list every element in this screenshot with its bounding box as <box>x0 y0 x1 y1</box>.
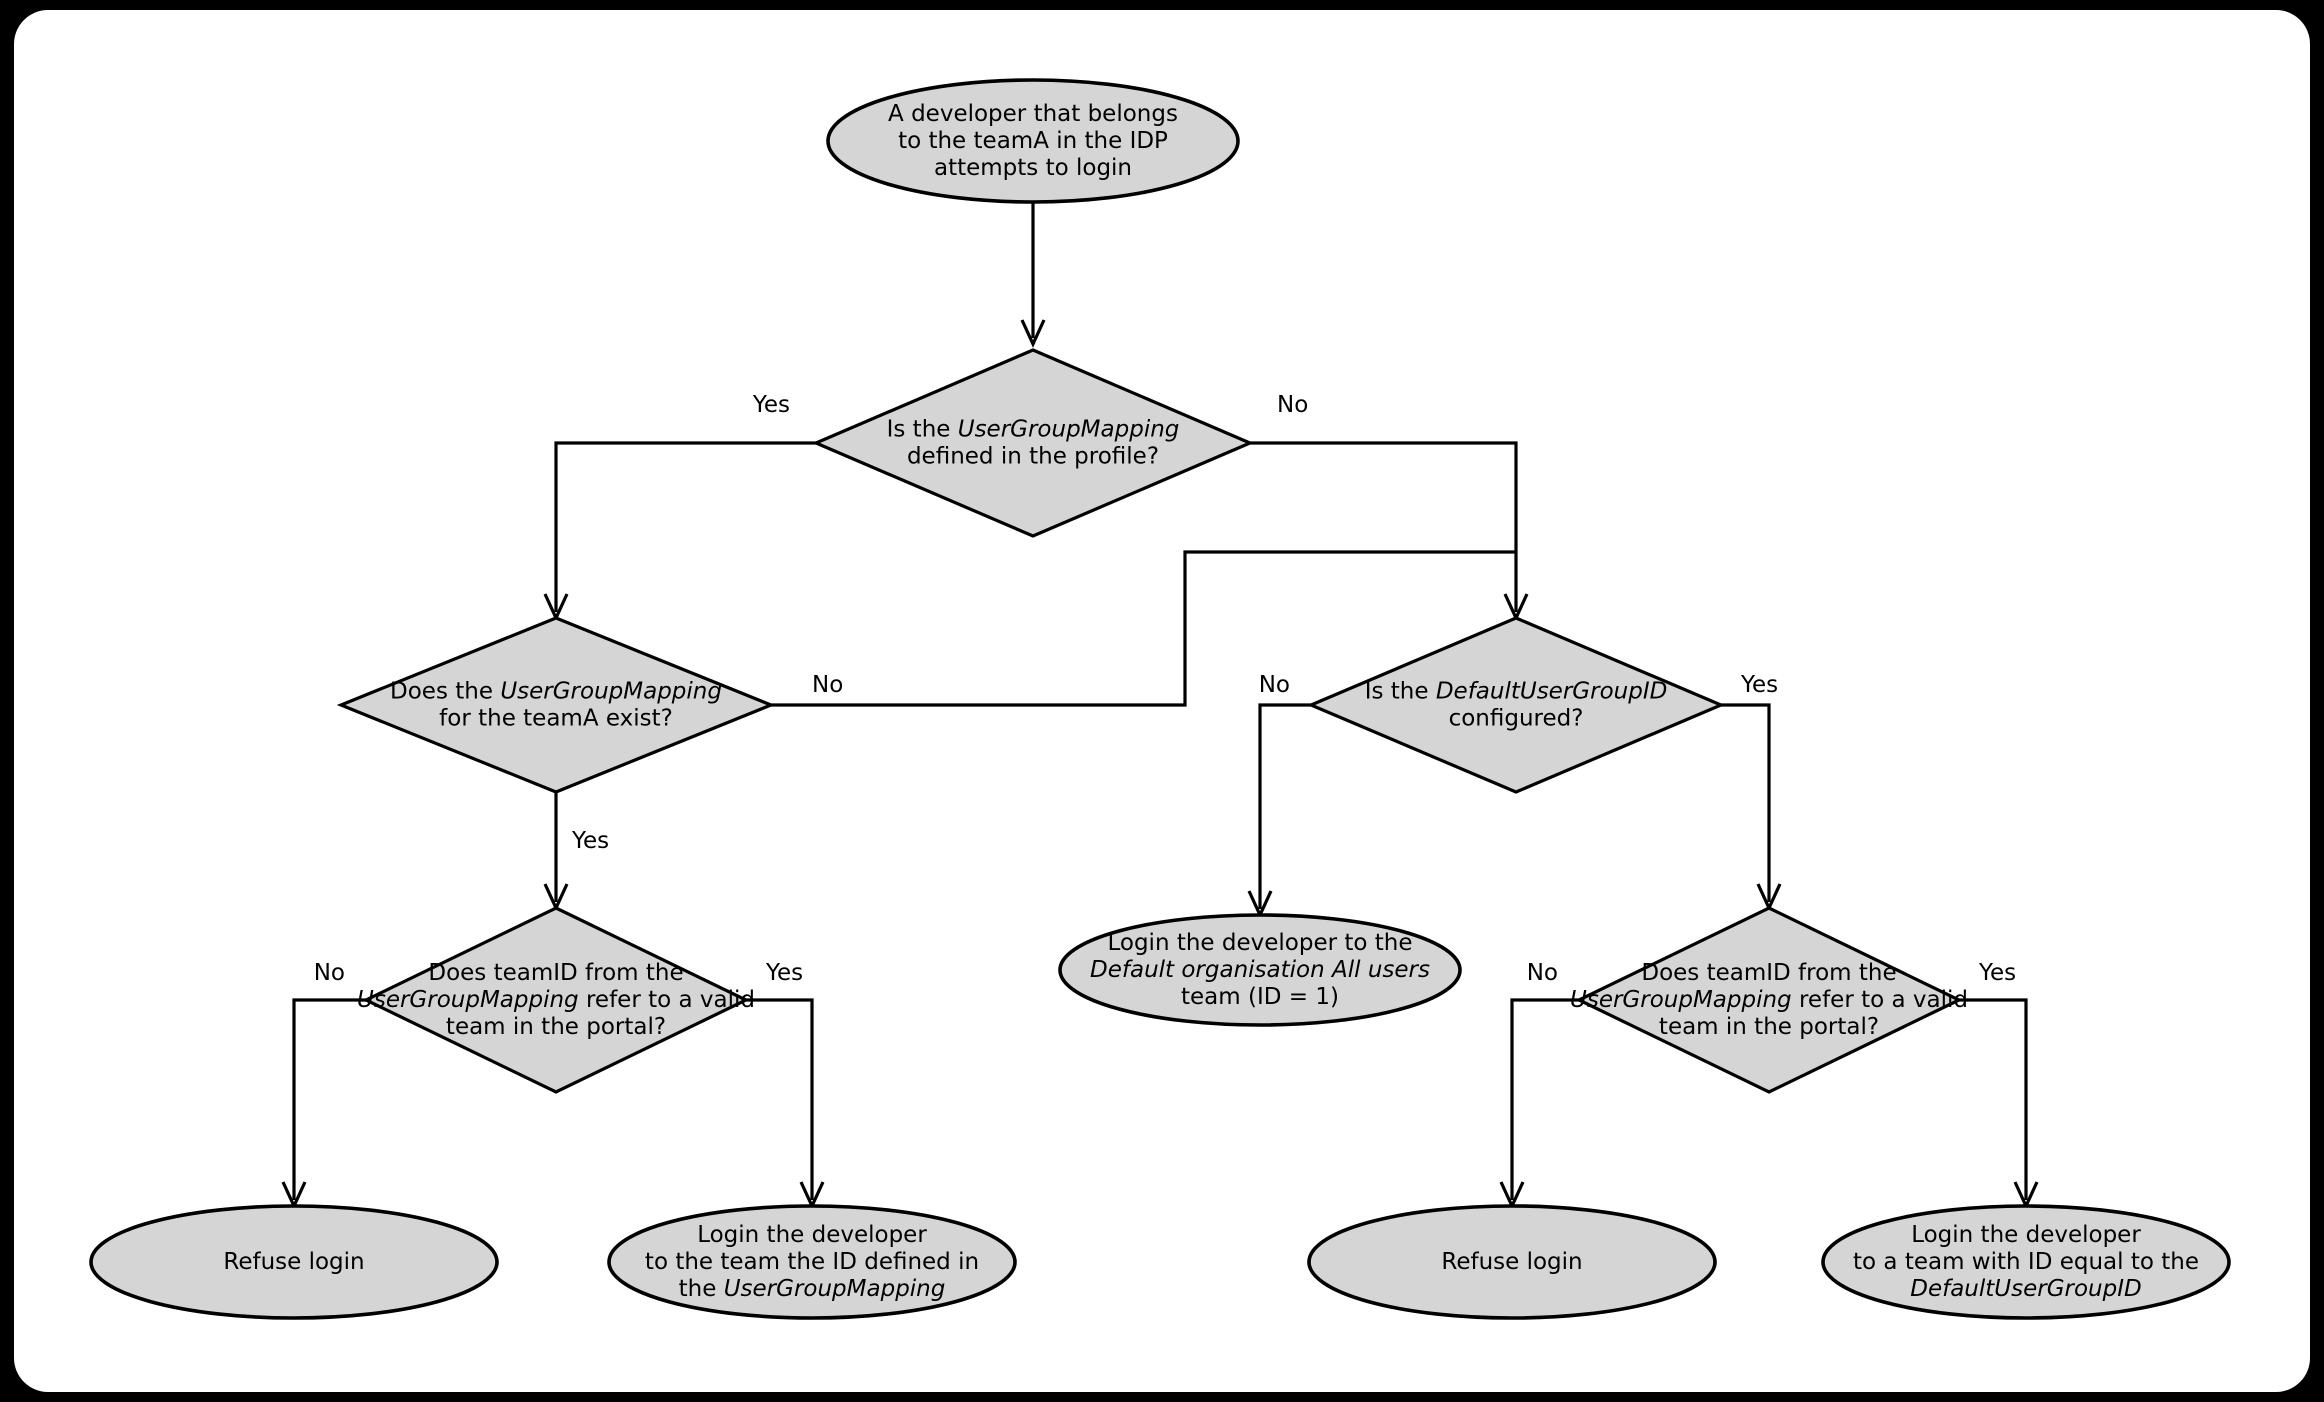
edge-label-edge-teamid-right-yes-to-login: Yes <box>1978 960 2016 986</box>
edge-label-edge-d1-no-to-defaultid: No <box>1277 392 1308 418</box>
edge-label-edge-defaultid-yes-to-teamid-right: Yes <box>1740 672 1778 698</box>
terminal-shape <box>1058 913 1462 1027</box>
edge-label-edge-defaultid-no-to-default-org: No <box>1259 672 1290 698</box>
terminal-shape <box>1821 1204 2231 1320</box>
decision-shape <box>1306 616 1726 794</box>
edge-label-edge-teama-yes-to-teamid-left: Yes <box>571 828 609 854</box>
edge-edge-start-to-d1 <box>1020 202 1046 348</box>
edge-edge-teamid-right-no-to-refuse <box>1499 998 1579 1210</box>
edge-label-edge-d1-yes-to-teama: Yes <box>752 392 790 418</box>
edge-label-edge-teamid-left-no-to-refuse: No <box>314 960 345 986</box>
decision-shape <box>362 906 750 1094</box>
edge-label-edge-teama-no-to-defaultid: No <box>812 672 843 698</box>
edge-edge-d1-no-to-defaultid <box>1250 441 1529 622</box>
edge-edge-teama-yes-to-teamid-left <box>543 792 569 912</box>
edge-edge-teama-no-to-defaultid <box>771 550 1516 707</box>
edge-edge-teamid-left-no-to-refuse <box>281 998 366 1210</box>
terminal-shape <box>826 78 1240 204</box>
decision-shape <box>811 348 1255 538</box>
edge-edge-d1-yes-to-teama <box>543 441 816 622</box>
edge-edge-teamid-left-yes-to-login <box>746 998 825 1210</box>
edge-edge-defaultid-no-to-default-org <box>1247 703 1311 919</box>
node-label: Refuse login <box>1441 1249 1582 1275</box>
node-label: Refuse login <box>223 1249 364 1275</box>
terminal-shape <box>607 1204 1017 1320</box>
edge-edge-teamid-right-yes-to-login <box>1959 998 2039 1210</box>
arrow-head-icon <box>1020 319 1046 348</box>
terminal-shape <box>89 1204 499 1320</box>
terminal-shape <box>1307 1204 1717 1320</box>
edge-edge-defaultid-yes-to-teamid-right <box>1721 703 1782 912</box>
decision-shape <box>336 616 776 794</box>
node-e-refuse-login-right[interactable]: Refuse login <box>1307 1204 1717 1320</box>
decision-shape <box>1575 906 1963 1094</box>
edges-layer <box>281 202 2039 1210</box>
edge-label-edge-teamid-left-yes-to-login: Yes <box>765 960 803 986</box>
edge-label-edge-teamid-right-no-to-refuse: No <box>1527 960 1558 986</box>
node-e-refuse-login-left[interactable]: Refuse login <box>89 1204 499 1320</box>
